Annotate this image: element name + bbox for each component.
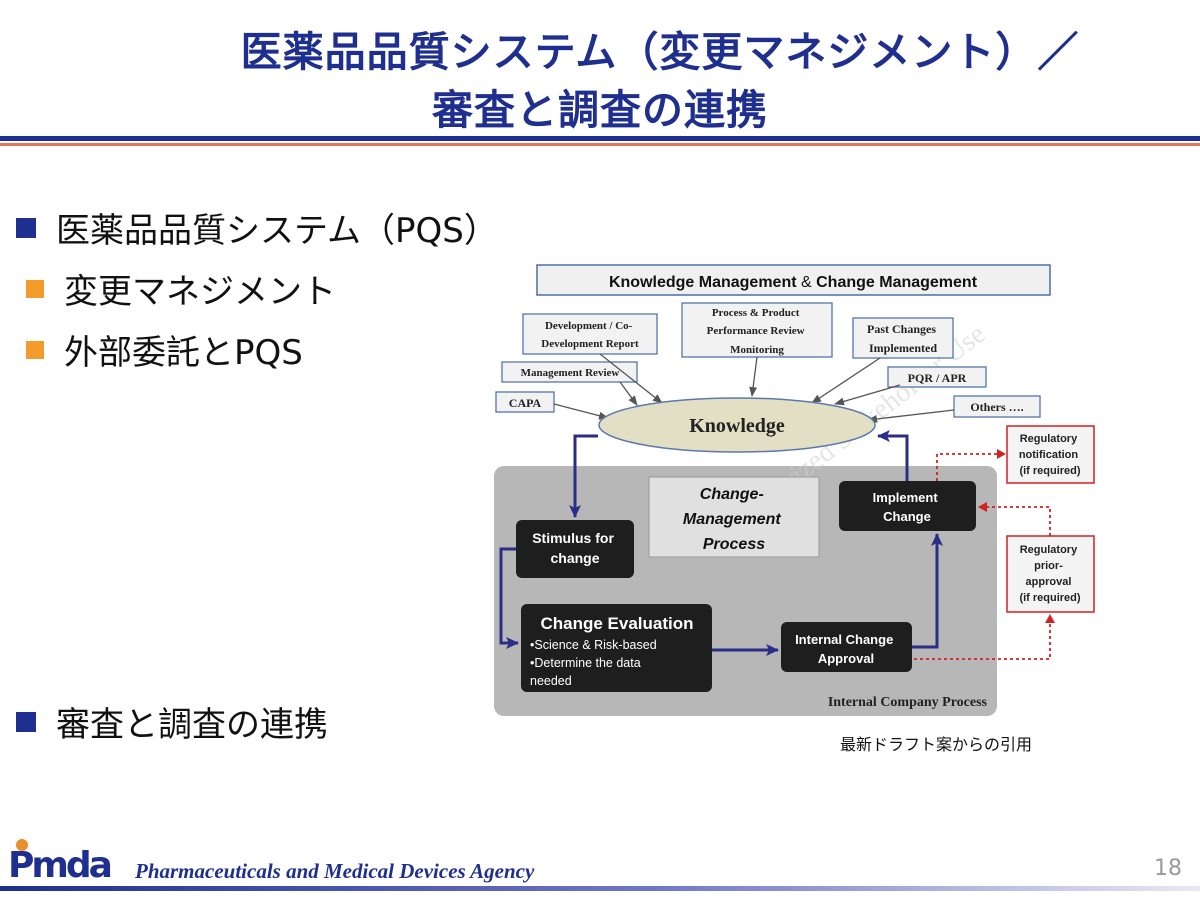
- past-changes-line2: Implemented: [869, 341, 937, 355]
- arrow-implement-to-knowledge: [877, 430, 909, 481]
- pqr-apr-label: PQR / APR: [908, 371, 967, 385]
- bullet-pqs: 医薬品品質システム（PQS）: [16, 203, 498, 252]
- dotted-implement-to-notification: [936, 449, 1006, 481]
- source-past-changes: [852, 317, 954, 359]
- implement-line2: Change: [883, 509, 931, 524]
- arrow-others: [867, 409, 955, 423]
- arrow-knowledge-to-stimulus: [569, 434, 598, 518]
- svg-text:•Science & Risk-based •Det: •Science & Risk-based •Determine the dat…: [530, 638, 660, 688]
- stimulus-box: [516, 520, 634, 578]
- svg-text:Development / Co- Developm: Development / Co- Development Report: [541, 320, 639, 350]
- page-number: 18: [1154, 856, 1182, 881]
- evaluation-item3: needed: [530, 674, 572, 688]
- slide-title-line1: 医薬品品質システム（変更マネジメント）／: [240, 28, 1080, 76]
- evaluation-title: Change Evaluation: [540, 614, 693, 633]
- mgmt-review-label: Management Review: [521, 367, 620, 379]
- arrow-ppr: [749, 356, 758, 397]
- reg-notif-line3: (if required): [1019, 465, 1080, 477]
- figure-caption: 最新ドラフト案からの引用: [840, 735, 1033, 754]
- source-capa: [495, 391, 555, 413]
- internal-process-label: Internal Company Process: [828, 695, 988, 710]
- internal-approval-box: [781, 622, 912, 672]
- cmp-label-box: [648, 476, 820, 558]
- cmp-line3: Process: [703, 536, 765, 553]
- svg-text:Stimulus for change: Stimulus for change: [532, 530, 618, 566]
- ppr-line2: Performance Review: [707, 325, 805, 337]
- bullet-change-management: 変更マネジメント: [26, 264, 336, 313]
- title-rule-orange: [0, 143, 1200, 146]
- bullet-text: 医薬品品質システム（PQS）: [56, 211, 498, 251]
- implement-line1: Implement: [873, 490, 939, 505]
- svg-text:Implement Change: Implement Change: [873, 490, 942, 524]
- arrow-approval-to-implement: [912, 533, 943, 649]
- cmp-line2: Management: [683, 511, 781, 528]
- pmda-logo: Pmda: [8, 835, 118, 887]
- implement-change-box: [839, 481, 976, 531]
- knowledge-label: Knowledge: [689, 415, 785, 437]
- knowledge-ellipse: [598, 397, 876, 453]
- source-dev-report: [522, 313, 658, 355]
- stimulus-line2: change: [550, 550, 599, 566]
- past-changes-line1: Past Changes: [867, 322, 936, 336]
- evaluation-item1: •Science & Risk-based: [530, 638, 657, 652]
- reg-prior-line3: approval: [1026, 576, 1072, 588]
- title-rule-navy: [0, 136, 1200, 141]
- dev-report-line1: Development / Co-: [545, 320, 633, 332]
- pmda-logo-icon: Pmda: [8, 839, 114, 886]
- arrow-capa: [553, 403, 609, 420]
- header-title: Knowledge Management & Change Management: [609, 274, 978, 291]
- arrow-stimulus-to-evaluation: [499, 547, 519, 649]
- svg-text:Regulatory prior- appr: Regulatory prior- approval (if required): [1019, 544, 1080, 604]
- bullet-square-icon: [16, 217, 36, 238]
- source-others: [953, 395, 1041, 418]
- regulatory-notification-box: [1006, 425, 1095, 484]
- reg-notif-line1: Regulatory: [1020, 433, 1078, 445]
- svg-text:Past Changes Implemented: Past Changes Implemented: [867, 322, 939, 355]
- source-mgmt-review: [501, 361, 638, 383]
- footer-rule: [0, 886, 1200, 891]
- bullet-outsourcing-pqs: 外部委託とPQS: [26, 325, 303, 374]
- footer-agency-name: Pharmaceuticals and Medical Devices Agen…: [135, 859, 535, 883]
- dev-report-line2: Development Report: [541, 338, 639, 350]
- change-management-diagram: Authorized Stakeholder Use Knowledge Man…: [494, 264, 1095, 716]
- approval-line1: Internal Change: [795, 632, 893, 647]
- approval-line2: Approval: [818, 651, 874, 666]
- slide-title-line2: 審査と調査の連携: [432, 86, 768, 134]
- others-label: Others ….: [970, 400, 1023, 414]
- stimulus-line1: Stimulus for: [532, 530, 614, 546]
- source-pqr-apr: [887, 366, 987, 388]
- reg-prior-line1: Regulatory: [1020, 544, 1078, 556]
- evaluation-item2: •Determine the data: [530, 656, 641, 670]
- arrow-pqr: [834, 384, 901, 406]
- header-box: [536, 264, 1051, 296]
- ppr-line3: Monitoring: [730, 344, 784, 356]
- cmp-line1: Change-: [700, 486, 764, 503]
- reg-prior-line2: prior-: [1034, 560, 1063, 572]
- regulatory-prior-approval-box: [1006, 535, 1095, 613]
- bullet-text: 変更マネジメント: [64, 272, 336, 312]
- bullet-square-icon: [26, 340, 44, 359]
- ppr-line1: Process & Product: [712, 307, 800, 319]
- svg-text:Internal Change Approval: Internal Change Approval: [795, 632, 897, 666]
- svg-text:Regulatory notification: Regulatory notification (if required): [1019, 433, 1081, 477]
- capa-label: CAPA: [509, 396, 542, 410]
- bullet-square-icon: [26, 279, 44, 298]
- pmda-logo-text: Pmda: [8, 845, 111, 883]
- bullet-text: 外部委託とPQS: [64, 333, 303, 373]
- reg-prior-line4: (if required): [1019, 592, 1080, 604]
- bullet-review-inspection: 審査と調査の連携: [16, 697, 328, 746]
- reg-notif-line2: notification: [1019, 449, 1079, 461]
- svg-text:Change- Management Pro: Change- Management Process: [683, 486, 785, 553]
- bullet-square-icon: [16, 711, 36, 732]
- arrow-dev-report: [599, 353, 663, 404]
- source-ppr-monitoring: [681, 302, 833, 358]
- arrow-mgmt-review: [619, 381, 638, 406]
- arrow-past-changes: [811, 357, 881, 404]
- bullet-text: 審査と調査の連携: [56, 705, 328, 745]
- change-evaluation-box: [521, 604, 712, 692]
- svg-text:Process & Product Performa: Process & Product Performance Review Mon…: [707, 307, 808, 356]
